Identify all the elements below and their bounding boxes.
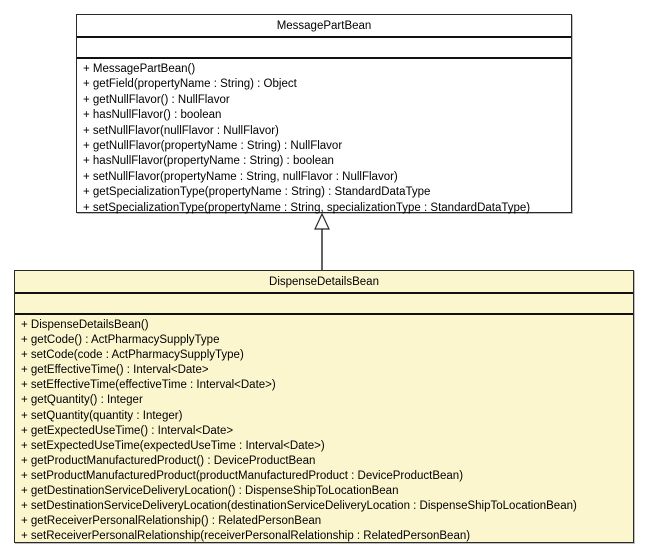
method-item: + getProductManufacturedProduct() : Devi… <box>21 454 316 467</box>
method-item: + getCode() : ActPharmacySupplyType <box>21 334 220 347</box>
attributes-compartment-dispensedetailsbean <box>15 294 633 315</box>
method-item: + MessagePartBean() <box>83 63 196 75</box>
method-item: + setReceiverPersonalRelationship(receiv… <box>21 530 471 543</box>
method-item: + setQuantity(quantity : Integer) <box>21 409 183 422</box>
method-item: + setProductManufacturedProduct(productM… <box>21 469 464 482</box>
method-item: + getDestinationServiceDeliveryLocation(… <box>21 485 399 498</box>
method-item: + getNullFlavor() : NullFlavor <box>83 93 230 106</box>
method-item: + setExpectedUseTime(expectedUseTime : I… <box>21 439 325 452</box>
method-item: + getField(propertyName : String) : Obje… <box>83 78 297 91</box>
attributes-compartment-messagepartbean <box>77 38 571 59</box>
method-item: + getExpectedUseTime() : Interval<Date> <box>21 424 234 437</box>
method-item: + getQuantity() : Integer <box>21 394 143 407</box>
class-title-dispensedetailsbean: DispenseDetailsBean <box>15 271 633 294</box>
method-item: + setCode(code : ActPharmacySupplyType) <box>21 349 244 362</box>
method-item: + getEffectiveTime() : Interval<Date> <box>21 364 209 377</box>
generalization-arrow <box>314 213 330 271</box>
method-item: + getSpecializationType(propertyName : S… <box>83 186 431 199</box>
method-item: + setEffectiveTime(effectiveTime : Inter… <box>21 379 276 392</box>
method-item: + hasNullFlavor(propertyName : String) :… <box>83 155 334 168</box>
method-item: + getReceiverPersonalRelationship() : Re… <box>21 515 322 528</box>
method-item: + setSpecializationType(propertyName : S… <box>83 201 531 214</box>
method-item: + hasNullFlavor() : boolean <box>83 109 222 122</box>
method-item: + getNullFlavor(propertyName : String) :… <box>83 140 343 153</box>
uml-class-messagepartbean: MessagePartBean + MessagePartBean() + get… <box>76 14 572 216</box>
methods-compartment-dispensedetailsbean: + DispenseDetailsBean() + getCode() : Act… <box>15 315 633 544</box>
methods-compartment-messagepartbean: + MessagePartBean() + getField(propertyNa… <box>77 59 571 216</box>
class-title-messagepartbean: MessagePartBean <box>77 15 571 38</box>
method-item: + DispenseDetailsBean() <box>21 319 149 331</box>
method-item: + setNullFlavor(nullFlavor : NullFlavor) <box>83 124 279 137</box>
method-item: + setNullFlavor(propertyName : String, n… <box>83 170 398 183</box>
method-item: + setDestinationServiceDeliveryLocation(… <box>21 500 577 513</box>
hollow-triangle-arrowhead <box>314 213 330 230</box>
uml-class-dispensedetailsbean: DispenseDetailsBean + DispenseDetailsBea… <box>14 270 634 543</box>
